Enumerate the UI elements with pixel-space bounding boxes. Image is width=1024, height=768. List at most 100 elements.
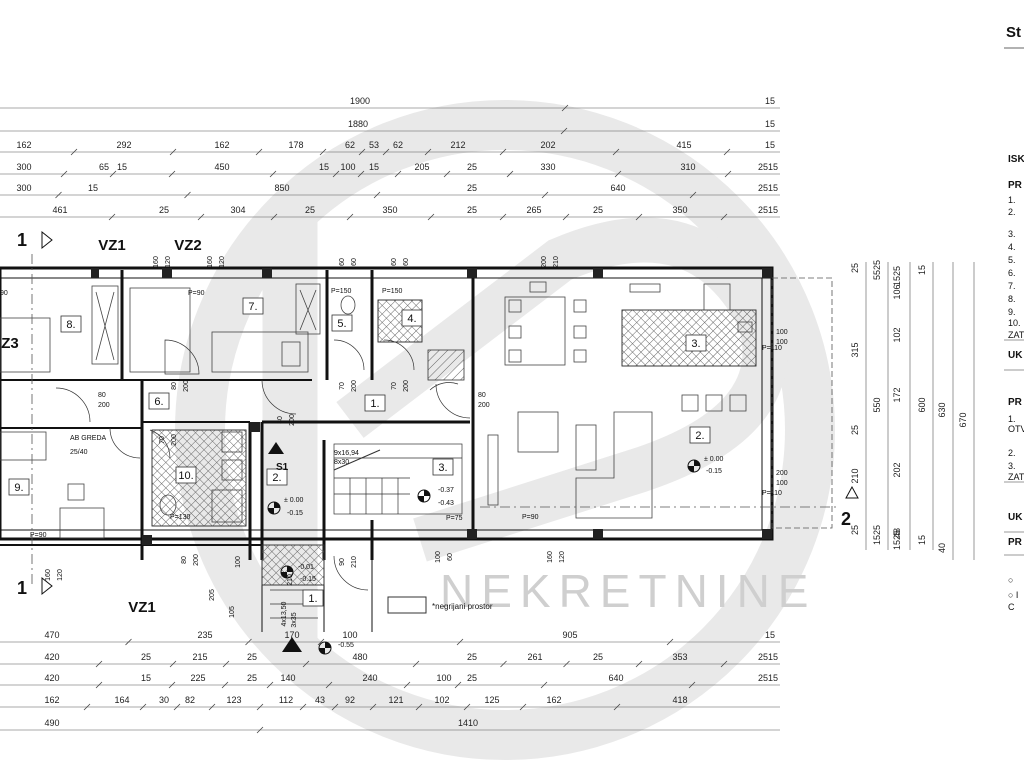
- room-number-box: [364, 394, 386, 412]
- dimension-label: 310: [680, 162, 695, 172]
- opening-dimension: 60: [447, 553, 454, 561]
- dimension-label: 25: [850, 425, 860, 435]
- dimension-tick: [613, 703, 621, 711]
- opening-dimension: 60: [403, 258, 410, 266]
- room-number: 1.: [370, 398, 379, 410]
- opening-dimension: 205: [209, 589, 216, 601]
- opening-dimension: 200: [98, 402, 110, 409]
- dimension-label: 450: [214, 162, 229, 172]
- dimension-tick: [256, 703, 264, 711]
- dimension-label: 178: [288, 140, 303, 150]
- opening-dimension: 200: [171, 434, 178, 446]
- dimension-tick: [70, 148, 78, 156]
- dimension-tick: [302, 660, 310, 668]
- room-number: 6.: [154, 396, 163, 408]
- dimension-label: 1880: [348, 119, 368, 129]
- dimension-label: 125: [484, 695, 499, 705]
- dimension-label: 25: [467, 652, 477, 662]
- opening-dimension: 200: [183, 380, 190, 392]
- panel-line: 9.: [1008, 307, 1016, 317]
- dimension-tick: [109, 170, 117, 178]
- dimension-tick: [184, 191, 191, 199]
- opening-dimension: 160: [45, 569, 52, 581]
- wall-type-label: VZ1: [128, 599, 156, 616]
- dimension-tick: [454, 681, 462, 689]
- dimension-label: 25: [159, 205, 169, 215]
- opening-dimension: 210: [287, 574, 294, 586]
- opening-dimension: 80: [98, 392, 106, 399]
- panel-line: ZAT: [1008, 472, 1024, 482]
- opening-dimension: 80: [181, 556, 188, 564]
- opening-dimension: 210: [351, 556, 358, 568]
- dimension-tick: [456, 638, 464, 646]
- dimension-tick: [221, 681, 229, 689]
- room-number: 8.: [66, 319, 75, 331]
- dimension-label: 25: [467, 205, 477, 215]
- section-markers: [41, 230, 859, 596]
- dimension-tick: [635, 213, 643, 221]
- door-swings: [55, 339, 471, 591]
- dimension-label: 292: [116, 140, 131, 150]
- dimension-tick: [443, 170, 451, 178]
- dimension-label: 461: [52, 205, 67, 215]
- dimension-tick: [500, 660, 507, 668]
- opening-dimension: 80: [171, 382, 178, 390]
- dimension-label: 162: [16, 140, 31, 150]
- plan-note: P=110: [762, 345, 782, 352]
- plan-note: -0.15: [706, 468, 722, 475]
- dimension-label: 25: [467, 162, 477, 172]
- plan-note: P=90: [30, 532, 47, 539]
- dimension-tick: [319, 148, 327, 156]
- opening-dimension: 160: [547, 551, 554, 563]
- dimension-label: 235: [197, 630, 212, 640]
- section-axis-label: 2: [841, 509, 851, 529]
- room-number-box: [689, 426, 711, 444]
- dimension-tick: [108, 213, 116, 221]
- dimension-tick: [635, 660, 643, 668]
- dimension-label: 2515: [758, 652, 778, 662]
- wall-type-label: VZ1: [98, 237, 126, 254]
- plan-note: P=110: [762, 490, 782, 497]
- stair-label: S1: [276, 462, 289, 473]
- dimension-tick: [373, 191, 381, 199]
- dimension-label: 15: [917, 535, 927, 545]
- dimension-label: 1900: [350, 96, 370, 106]
- right-panel: St: [1004, 24, 1024, 556]
- plan-note: -0.15: [287, 510, 303, 517]
- room-number: 9.: [14, 482, 23, 494]
- room-number: 3.: [438, 462, 447, 474]
- dimension-label: 92: [345, 695, 355, 705]
- dimension-tick: [540, 681, 548, 689]
- dimension-label: 62: [345, 140, 355, 150]
- dimension-label: 25: [593, 652, 603, 662]
- opening-dimension: 70: [159, 436, 166, 444]
- dimension-tick: [95, 681, 103, 689]
- plan-note: AB GREDA: [70, 435, 107, 442]
- plan-note: 8x30: [334, 459, 349, 466]
- room-number-box: [8, 478, 30, 496]
- dimension-tick: [125, 638, 132, 646]
- dimension-tick: [346, 213, 354, 221]
- panel-line: 3.: [1008, 229, 1016, 239]
- opening-dimension: 70: [391, 382, 398, 390]
- furniture: [0, 281, 753, 539]
- dimension-tick: [317, 638, 325, 646]
- dimension-tick: [168, 170, 176, 178]
- wall-type-label: VZ2: [174, 237, 202, 254]
- plan-note: P=150: [331, 288, 352, 295]
- opening-dimension: 200: [478, 402, 490, 409]
- plan-note: ± 0.00: [284, 497, 304, 504]
- panel-line: ○ I: [1008, 590, 1018, 600]
- panel-lines: ISKPR1.2.3.4.5.6.7.8.9.10.ZATUKPR1.OTV2.…: [1008, 154, 1024, 612]
- panel-line: UK: [1008, 350, 1023, 361]
- dimension-tick: [614, 170, 622, 178]
- dimension-label: 212: [450, 140, 465, 150]
- dimension-label: 172: [892, 387, 902, 402]
- opening-dimension: 160: [153, 256, 160, 268]
- room-number-box: [401, 309, 423, 327]
- plan-note: -0.43: [438, 500, 454, 507]
- plan-note: -0.37: [438, 487, 454, 494]
- dimension-tick: [168, 681, 176, 689]
- dimension-label: 5525: [872, 260, 882, 280]
